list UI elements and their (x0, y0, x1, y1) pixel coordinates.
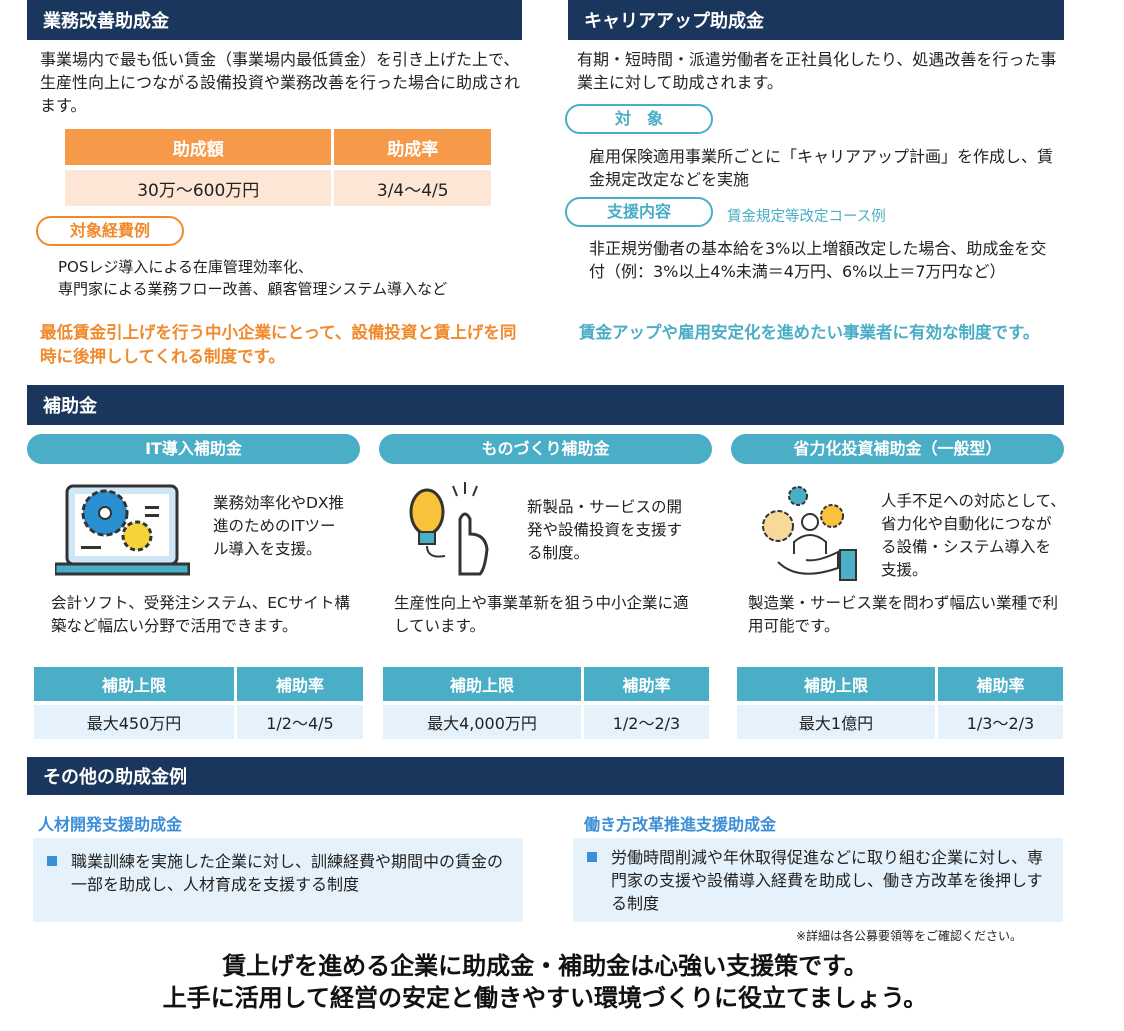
limit-value: 最大1億円 (737, 705, 935, 739)
rate-value: 1/2～2/3 (584, 705, 709, 739)
example-list: POSレジ導入による在庫管理効率化、 専門家による業務フロー改善、顧客管理システ… (58, 256, 447, 300)
bullet-square-icon (47, 856, 57, 866)
header-amount: 助成額 (65, 129, 332, 165)
card-side-it: 業務効率化やDX推進のためのITツール導入を支援。 (213, 494, 345, 558)
example-item: POSレジ導入による在庫管理効率化、 (58, 258, 313, 276)
value-rate: 3/4～4/5 (334, 170, 491, 206)
support-label: 支援内容 (565, 197, 713, 227)
value-amount: 30万～600万円 (65, 170, 332, 206)
rate-header: 補助率 (584, 667, 709, 701)
card-body-monozukuri: 生産性向上や事業革新を狙う中小企業に適しています。 (394, 594, 689, 635)
support-text: 非正規労働者の基本給を3%以上増額改定した場合、助成金を交付（例：3%以上4%未… (589, 239, 1047, 281)
target-label: 対 象 (565, 104, 713, 134)
card-body-shoryokuka: 製造業・サービス業を問わず幅広い業種で利用可能です。 (748, 594, 1059, 635)
rate-value: 1/2～4/5 (237, 705, 363, 739)
limit-header: 補助上限 (383, 667, 581, 701)
rate-header: 補助率 (938, 667, 1063, 701)
gyomu-desc: 事業場内で最も低い賃金（事業場内最低賃金）を引き上げた上で、生産性向上につながる… (40, 50, 521, 115)
rate-value: 1/3～2/3 (938, 705, 1063, 739)
rate-header: 補助率 (237, 667, 363, 701)
card-title-monozukuri: ものづくり補助金 (379, 434, 712, 464)
hojo-header: 補助金 (27, 385, 1064, 425)
other-item-title: 働き方改革推進支援助成金 (584, 815, 777, 834)
limit-header: 補助上限 (737, 667, 935, 701)
other-item-box: 職業訓練を実施した企業に対し、訓練経費や期間中の賃金の一部を助成し、人材育成を支… (33, 838, 523, 922)
other-item-text: 労働時間削減や年休取得促進などに取り組む企業に対し、専門家の支援や設備導入経費を… (611, 848, 1044, 913)
example-item: 専門家による業務フロー改善、顧客管理システム導入など (58, 280, 448, 298)
closing-line: 上手に活用して経営の安定と働きやすい環境づくりに役立てましょう。 (162, 984, 928, 1012)
other-header: その他の助成金例 (27, 757, 1064, 795)
career-desc: 有期・短時間・派遣労働者を正社員化したり、処遇改善を行った事業主に対して助成され… (577, 50, 1057, 92)
career-header: キャリアアップ助成金 (568, 0, 1064, 40)
closing-line: 賃上げを進める企業に助成金・補助金は心強い支援策です。 (222, 952, 868, 980)
bullet-square-icon (587, 852, 597, 862)
card-title-it: IT導入補助金 (27, 434, 360, 464)
other-item-text: 職業訓練を実施した企業に対し、訓練経費や期間中の賃金の一部を助成し、人材育成を支… (71, 852, 504, 894)
person-gears-hand-icon (762, 486, 857, 581)
example-label: 対象経費例 (36, 216, 184, 246)
support-note: 賃金規定等改定コース例 (727, 209, 886, 225)
footnote: ※詳細は各公募要領等をご確認ください。 (795, 929, 1022, 943)
laptop-gears-icon (55, 484, 190, 576)
lightbulb-hand-icon (409, 482, 489, 576)
limit-header: 補助上限 (34, 667, 234, 701)
card-side-shoryokuka: 人手不足への対応として、省力化や自動化につながる設備・システム導入を支援。 (881, 492, 1066, 579)
target-text: 雇用保険適用事業所ごとに「キャリアアップ計画」を作成し、賃金規定改定などを実施 (589, 147, 1054, 189)
closing-message: 賃上げを進める企業に助成金・補助金は心強い支援策です。 上手に活用して経営の安定… (0, 950, 1090, 1014)
card-title-shoryokuka: 省力化投資補助金（一般型） (731, 434, 1064, 464)
other-item-box: 労働時間削減や年休取得促進などに取り組む企業に対し、専門家の支援や設備導入経費を… (573, 838, 1063, 922)
limit-value: 最大4,000万円 (383, 705, 581, 739)
gyomu-header: 業務改善助成金 (27, 0, 522, 40)
gyomu-highlight: 最低賃金引上げを行う中小企業にとって、設備投資と賃上げを同時に後押ししてくれる制… (40, 323, 517, 366)
other-item-title: 人材開発支援助成金 (38, 815, 183, 834)
career-highlight: 賃金アップや雇用安定化を進めたい事業者に有効な制度です。 (579, 323, 1040, 342)
header-rate: 助成率 (334, 129, 491, 165)
card-body-it: 会計ソフト、受発注システム、ECサイト構築など幅広い分野で活用できます。 (51, 594, 350, 635)
limit-value: 最大450万円 (34, 705, 234, 739)
card-side-monozukuri: 新製品・サービスの開発や設備投資を支援する制度。 (527, 498, 683, 562)
